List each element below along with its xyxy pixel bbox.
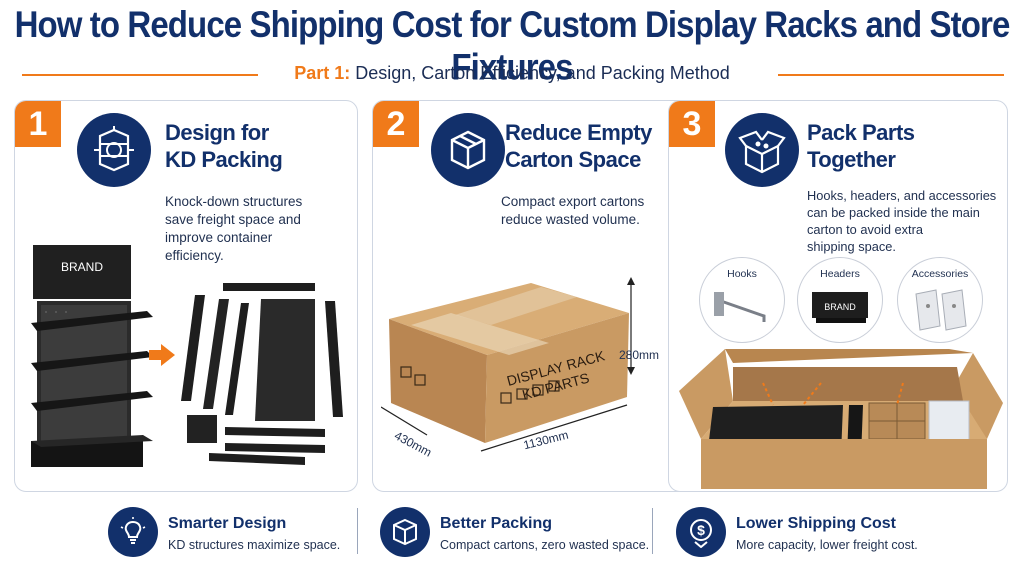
header-brand-text: BRAND [824, 302, 856, 312]
card-description: Compact export cartons reduce wasted vol… [501, 194, 645, 227]
part-label: Part 1: [294, 63, 351, 83]
callout-accessories: Accessories [897, 257, 983, 343]
carton-illustration: DISPLAY RACK KD PARTS [381, 277, 635, 452]
card-design-kd: 1 Design for KD Packing Knock-down struc… [14, 100, 358, 492]
box-icon [431, 113, 505, 187]
card-title: Pack Parts Together [807, 120, 915, 172]
subtitle-row: Part 1: Design, Carton Efficiency, and P… [0, 63, 1024, 87]
subtitle-text: Design, Carton Efficiency, and Packing M… [355, 63, 730, 83]
open-carton-illustration [679, 349, 1003, 489]
header-board-icon: BRAND [812, 292, 868, 323]
step-number: 2 [373, 101, 419, 147]
card-description: Knock-down structures save freight space… [165, 194, 303, 263]
assembled-rack-illustration: BRAND [31, 245, 153, 467]
svg-text:$: $ [697, 522, 705, 538]
arrow-right-icon [149, 344, 175, 366]
hook-icon [714, 292, 766, 322]
subtitle: Part 1: Design, Carton Efficiency, and P… [0, 63, 1024, 84]
footer-divider [652, 508, 653, 554]
kd-parts-illustration [181, 283, 343, 465]
dollar-icon: $ [676, 507, 726, 557]
callout-headers: Headers BRAND [797, 257, 883, 343]
callout-hooks: Hooks [699, 257, 785, 343]
footer-divider [357, 508, 358, 554]
footer-item-lower-shipping-cost: $ Lower Shipping Cost More capacity, low… [676, 505, 956, 561]
lightbulb-icon [108, 507, 158, 557]
card-pack-parts-together: 3 Pack Parts Together Hooks, headers, an… [668, 100, 1008, 492]
subtitle-divider-right [778, 74, 1004, 76]
footer-item-smarter-design: Smarter Design KD structures maximize sp… [108, 505, 348, 561]
page-title: How to Reduce Shipping Cost for Custom D… [14, 3, 1011, 88]
card-title: Reduce Empty Carton Space [505, 120, 652, 172]
footer-item-better-packing: Better Packing Compact cartons, zero was… [380, 505, 650, 561]
subtitle-divider-left [22, 74, 258, 76]
step-number: 1 [15, 101, 61, 147]
dim-height: 280mm [619, 348, 660, 362]
card-description: Hooks, headers, and accessories can be p… [807, 188, 997, 254]
open-box-icon [725, 113, 799, 187]
card-reduce-empty-space: 2 Reduce Empty Carton Space Compact expo… [372, 100, 716, 492]
rack-frame-icon [77, 113, 151, 187]
card-title: Design for KD Packing [165, 120, 283, 172]
box-icon [380, 507, 430, 557]
brackets-icon [915, 289, 967, 331]
rack-brand-text: BRAND [61, 260, 103, 274]
step-number: 3 [669, 101, 715, 147]
